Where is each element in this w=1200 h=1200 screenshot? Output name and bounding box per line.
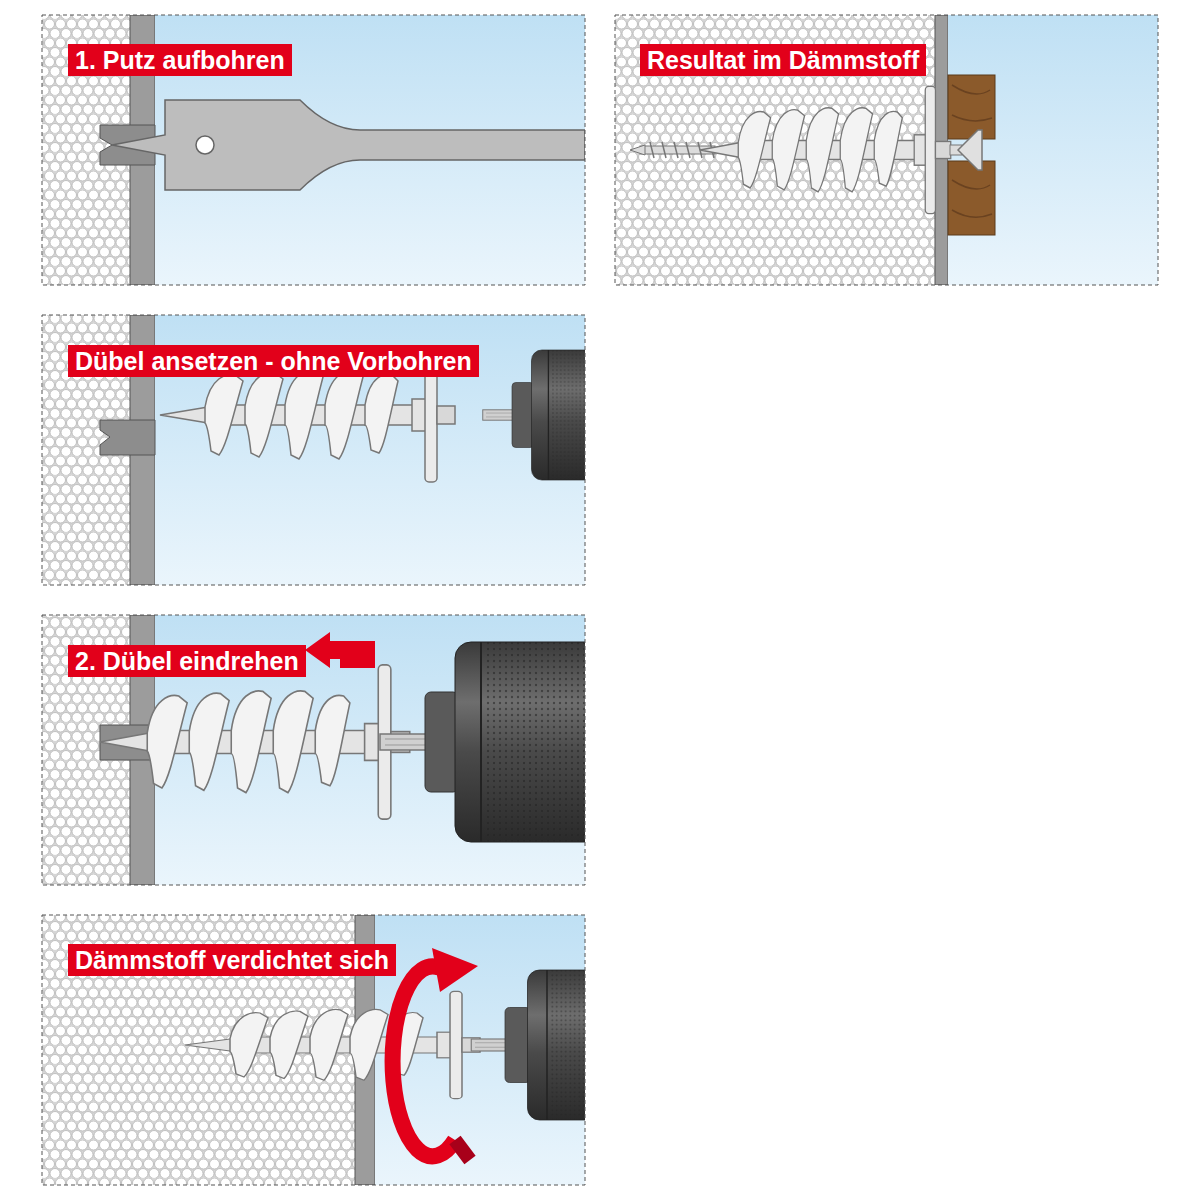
label-text: 2. Dübel eindrehen [75, 647, 299, 675]
step-label: 1. Putz aufbohren [68, 44, 292, 76]
step-label: Dübel ansetzen - ohne Vorbohren [68, 345, 479, 377]
label-text: Resultat im Dämmstoff [647, 46, 919, 74]
label-text: Dübel ansetzen - ohne Vorbohren [75, 347, 472, 375]
step-label: Resultat im Dämmstoff [640, 44, 926, 76]
label-text: Dämmstoff verdichtet sich [75, 946, 389, 974]
label-text: 1. Putz aufbohren [75, 46, 285, 74]
step-label: Dämmstoff verdichtet sich [68, 944, 396, 976]
step-label: 2. Dübel eindrehen [68, 645, 306, 677]
